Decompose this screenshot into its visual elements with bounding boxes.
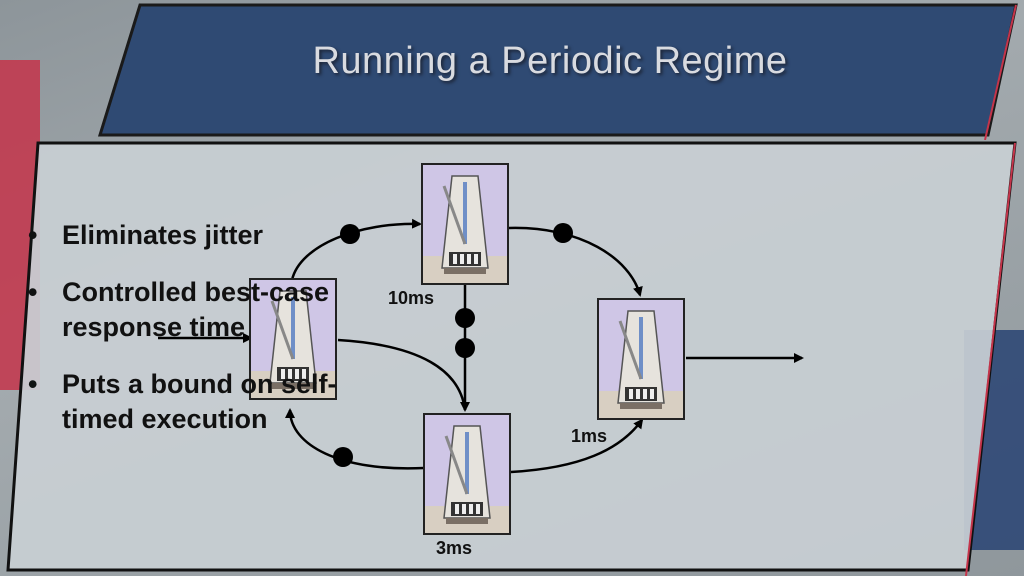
edge-bottom-to-output xyxy=(510,418,644,474)
token-dot-icon xyxy=(455,308,475,328)
title-banner xyxy=(97,3,1018,140)
edge-top-to-output xyxy=(508,226,643,297)
token-dot-icon xyxy=(553,223,573,243)
bullet-item: Puts a bound on self-timed execution xyxy=(28,367,408,437)
metronome-icon xyxy=(422,412,512,536)
bullet-item: Eliminates jitter xyxy=(28,218,408,253)
metronome-icon xyxy=(420,162,510,286)
slide-title: Running a Periodic Regime xyxy=(312,40,788,82)
node-output-period-label: 1ms xyxy=(571,426,608,446)
token-dot-icon xyxy=(333,447,353,467)
bullet-item: Controlled best-case response time xyxy=(28,275,408,345)
metronome-icon xyxy=(596,297,686,421)
node-bottom-period-label: 3ms xyxy=(436,538,473,558)
bullet-list: Eliminates jitter Controlled best-case r… xyxy=(28,218,408,459)
token-dot-icon xyxy=(455,338,475,358)
